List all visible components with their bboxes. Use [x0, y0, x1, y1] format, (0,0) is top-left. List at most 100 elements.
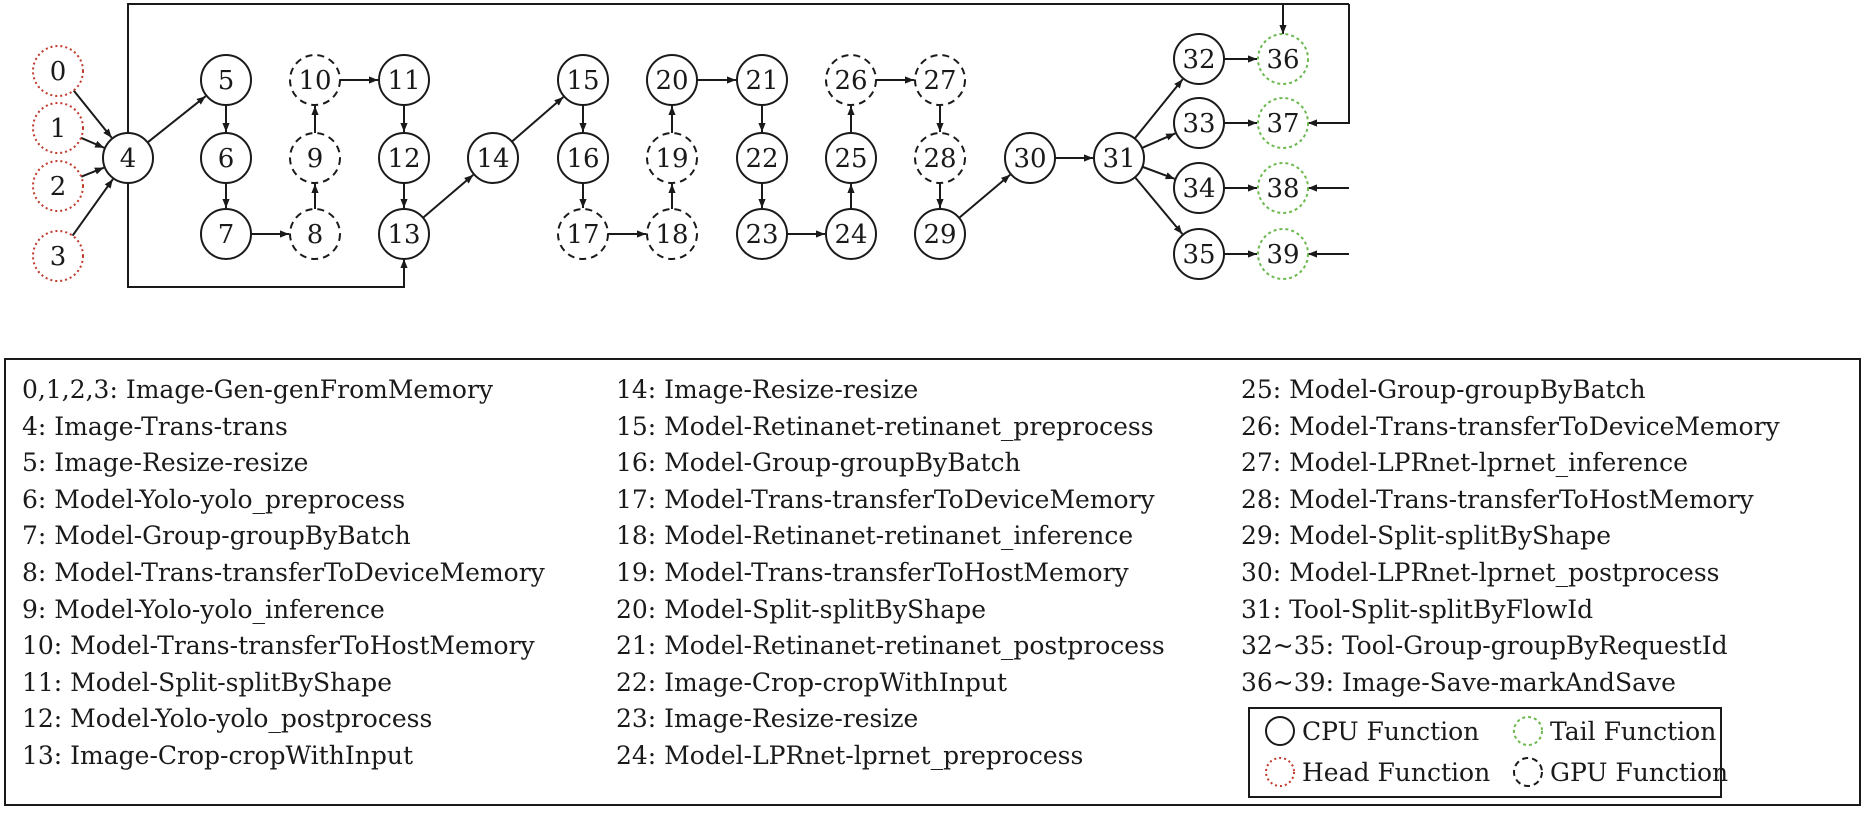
node-33-label: 33	[1182, 109, 1215, 139]
legend-item: 16: Model-Group-groupByBatch	[616, 448, 1021, 478]
edge-1-4	[80, 136, 105, 149]
edge-31-33	[1141, 132, 1176, 149]
node-18-circle	[646, 208, 698, 260]
node-11-circle	[378, 54, 430, 106]
node-4-label: 4	[120, 144, 137, 174]
edge-4-37	[1308, 4, 1350, 127]
node-31: 31	[1093, 132, 1145, 184]
legend-item: 36~39: Image-Save-markAndSave	[1241, 667, 1676, 697]
node-15-label: 15	[566, 66, 599, 96]
node-20-label: 20	[655, 66, 688, 96]
node-10-circle	[289, 54, 341, 106]
node-22-circle	[736, 132, 788, 184]
edge-29-30	[958, 174, 1011, 219]
node-37-label: 37	[1266, 109, 1299, 139]
tail-function-icon	[1513, 716, 1543, 746]
node-23-circle	[736, 208, 788, 260]
node-38-label: 38	[1266, 174, 1299, 204]
edge-3-4	[71, 178, 114, 237]
legend-item: 6: Model-Yolo-yolo_preprocess	[22, 484, 406, 514]
node-29-circle	[914, 208, 966, 260]
legend-item: 13: Image-Crop-cropWithInput	[22, 740, 414, 770]
node-37: 37	[1257, 97, 1309, 149]
node-15: 15	[557, 54, 609, 106]
edge-31-34	[1142, 165, 1176, 180]
edges-layer	[71, 3, 1350, 288]
legend-item: 9: Model-Yolo-yolo_inference	[22, 594, 385, 624]
cpu-function-icon	[1265, 716, 1295, 746]
legend-item: 12: Model-Yolo-yolo_postprocess	[22, 704, 433, 734]
node-6: 6	[200, 132, 252, 184]
node-20: 20	[646, 54, 698, 106]
node-19-circle	[646, 132, 698, 184]
node-17: 17	[557, 208, 609, 260]
node-35-circle	[1173, 228, 1225, 280]
node-26: 26	[825, 54, 877, 106]
node-16: 16	[557, 132, 609, 184]
node-0-circle	[32, 45, 84, 97]
node-28-label: 28	[923, 144, 956, 174]
head-function-icon	[1265, 757, 1295, 787]
legend-panel	[4, 358, 1861, 806]
legend-item: 19: Model-Trans-transferToHostMemory	[616, 557, 1129, 587]
edge-4-13	[127, 183, 408, 288]
legend-item: 4: Image-Trans-trans	[22, 411, 288, 441]
node-19-label: 19	[655, 144, 688, 174]
legend-item: 18: Model-Retinanet-retinanet_inference	[616, 521, 1134, 551]
node-10: 10	[289, 54, 341, 106]
node-24-circle	[825, 208, 877, 260]
node-3: 3	[32, 230, 84, 282]
node-17-circle	[557, 208, 609, 260]
node-12-circle	[378, 132, 430, 184]
legend-item: 30: Model-LPRnet-lprnet_postprocess	[1241, 557, 1720, 587]
node-2-circle	[32, 160, 84, 212]
gpu-function-icon	[1513, 757, 1543, 787]
node-20-circle	[646, 54, 698, 106]
edge-0-4	[72, 89, 113, 139]
node-12-label: 12	[387, 144, 420, 174]
node-12: 12	[378, 132, 430, 184]
node-0-label: 0	[50, 57, 67, 87]
legend-item: 21: Model-Retinanet-retinanet_postproces…	[616, 631, 1165, 661]
legend-item: 5: Image-Resize-resize	[22, 448, 309, 478]
legend-item: 8: Model-Trans-transferToDeviceMemory	[22, 557, 545, 587]
legend-item: 14: Image-Resize-resize	[616, 375, 919, 404]
function-kind-legend: CPU Function Tail Function Head Function…	[1248, 707, 1728, 798]
node-23: 23	[736, 208, 788, 260]
node-8: 8	[289, 208, 341, 260]
node-27-circle	[914, 54, 966, 106]
node-19: 19	[646, 132, 698, 184]
kind-cpu-label: CPU Function	[1302, 716, 1480, 746]
node-26-label: 26	[834, 66, 867, 96]
kind-tail: Tail Function	[1512, 715, 1716, 747]
node-7-circle	[200, 208, 252, 260]
kind-head-label: Head Function	[1302, 757, 1491, 787]
node-9-circle	[289, 132, 341, 184]
node-28-circle	[914, 132, 966, 184]
node-1-circle	[32, 102, 84, 154]
node-18: 18	[646, 208, 698, 260]
node-22-label: 22	[745, 144, 778, 174]
node-8-label: 8	[307, 220, 324, 250]
edge-31-32	[1133, 78, 1184, 140]
node-39-circle	[1257, 228, 1309, 280]
node-1-label: 1	[50, 114, 67, 144]
node-38: 38	[1257, 162, 1309, 214]
node-23-label: 23	[745, 220, 778, 250]
kind-head: Head Function	[1264, 756, 1490, 788]
node-13-label: 13	[387, 220, 420, 250]
node-27-label: 27	[923, 66, 956, 96]
node-21-label: 21	[745, 66, 778, 96]
legend-item: 7: Model-Group-groupByBatch	[22, 521, 411, 551]
node-4-circle	[102, 132, 154, 184]
node-36: 36	[1257, 33, 1309, 85]
node-2: 2	[32, 160, 84, 212]
edge-4-5	[146, 95, 207, 144]
node-30: 30	[1004, 132, 1056, 184]
node-6-label: 6	[218, 144, 235, 174]
legend-item: 20: Model-Split-splitByShape	[616, 594, 986, 624]
node-31-label: 31	[1102, 144, 1135, 174]
node-14-label: 14	[476, 144, 509, 174]
